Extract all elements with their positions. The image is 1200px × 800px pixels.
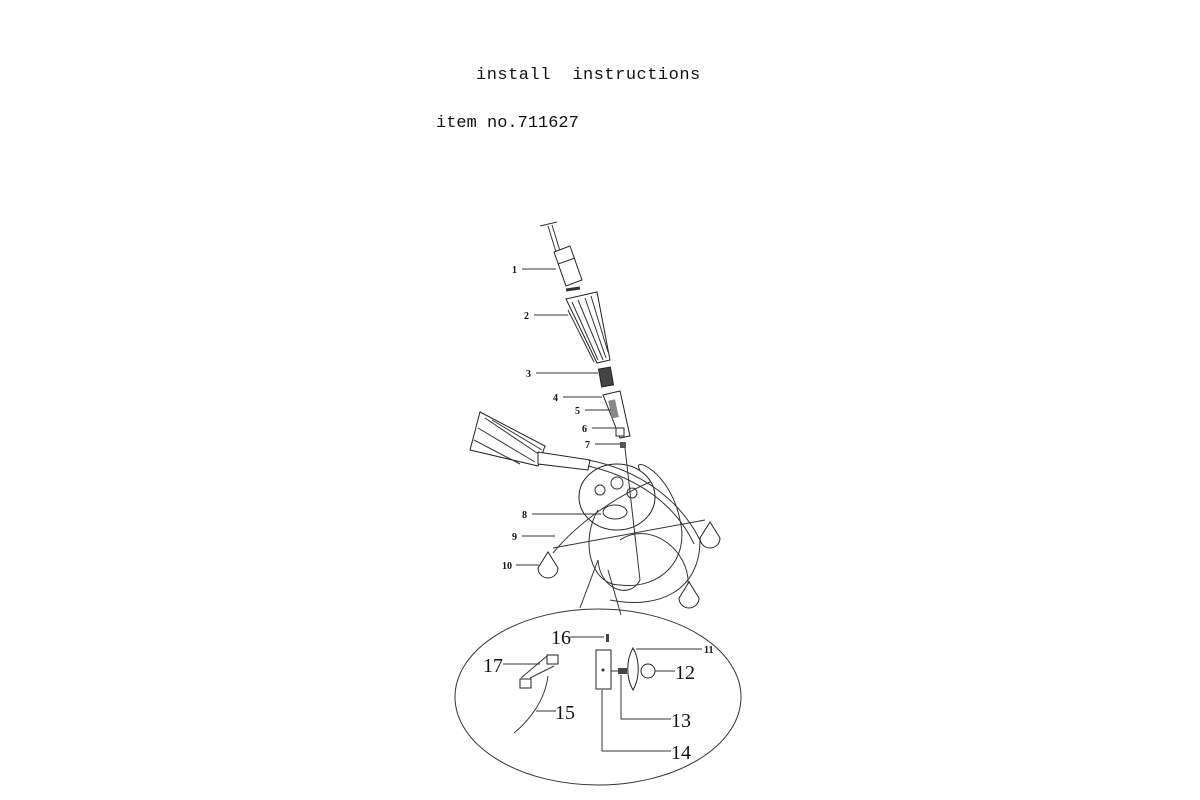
part-label-12: 12 [675, 662, 695, 684]
part-label-1: 1 [512, 265, 517, 276]
callout-10: 10 [502, 561, 539, 572]
callout-7: 7 [585, 440, 621, 451]
part-label-15: 15 [555, 702, 575, 724]
callout-12: 12 [655, 662, 695, 684]
part-1-canopy [539, 221, 583, 292]
detail-leader-lines [579, 559, 622, 616]
part-label-4: 4 [553, 393, 558, 404]
chandelier-body-arms [552, 447, 706, 603]
part-label-14: 14 [671, 742, 691, 764]
callout-13: 13 [620, 675, 691, 732]
detail-parts [513, 634, 656, 734]
part-label-2: 2 [524, 311, 529, 322]
callout-2: 2 [524, 311, 568, 322]
part-label-9: 9 [512, 532, 517, 543]
part-3-socket-ring [597, 366, 615, 388]
callout-1: 1 [512, 265, 556, 276]
detail-ellipse [454, 608, 742, 786]
part-label-7: 7 [585, 440, 590, 451]
callout-14: 14 [601, 690, 691, 764]
document-title: install instructions [476, 66, 701, 85]
part-label-11: 11 [704, 645, 713, 656]
part-label-6: 6 [582, 424, 587, 435]
part-label-8: 8 [522, 510, 527, 521]
callout-16: 16 [551, 627, 604, 649]
part-label-13: 13 [671, 710, 691, 732]
callout-6: 6 [582, 424, 617, 435]
callout-3: 3 [526, 369, 598, 380]
part-label-3: 3 [526, 369, 531, 380]
part-label-10: 10 [502, 561, 512, 572]
part-label-5: 5 [575, 406, 580, 417]
callout-17: 17 [483, 655, 540, 677]
crystal-drops [537, 521, 721, 609]
callout-4: 4 [553, 393, 602, 404]
part-label-16: 16 [551, 627, 571, 649]
item-number: item no.711627 [436, 114, 579, 133]
part-2-glass-shade [565, 291, 611, 364]
callout-8: 8 [522, 510, 601, 521]
callout-15: 15 [536, 702, 575, 724]
arm-shade [469, 411, 591, 471]
part-4-7-socket-assembly [602, 390, 631, 448]
callout-5: 5 [575, 406, 611, 417]
callout-9: 9 [512, 532, 555, 543]
callout-11: 11 [636, 645, 713, 656]
part-label-17: 17 [483, 655, 503, 677]
